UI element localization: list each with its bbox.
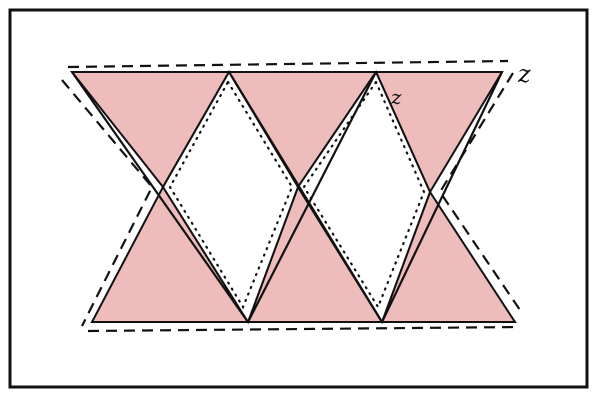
outline-left: [61, 79, 154, 327]
outline-bottom: [87, 325, 521, 333]
frame-border: [8, 8, 589, 389]
outline-right: [438, 72, 523, 314]
fold-lines: [168, 80, 426, 310]
net-edges: [71, 71, 503, 323]
edge-1: [71, 71, 249, 323]
edge-2: [228, 71, 383, 323]
edge-4: [247, 71, 377, 323]
fold-line-right: [302, 80, 426, 310]
fold-line-left: [168, 80, 294, 310]
outline-top: [67, 59, 509, 69]
dashed-outline: [61, 59, 523, 333]
label-inner-z: z: [390, 85, 402, 109]
bottom-triangles: [90, 184, 517, 323]
edge-3: [381, 71, 503, 323]
label-outer-z: z: [517, 60, 531, 88]
